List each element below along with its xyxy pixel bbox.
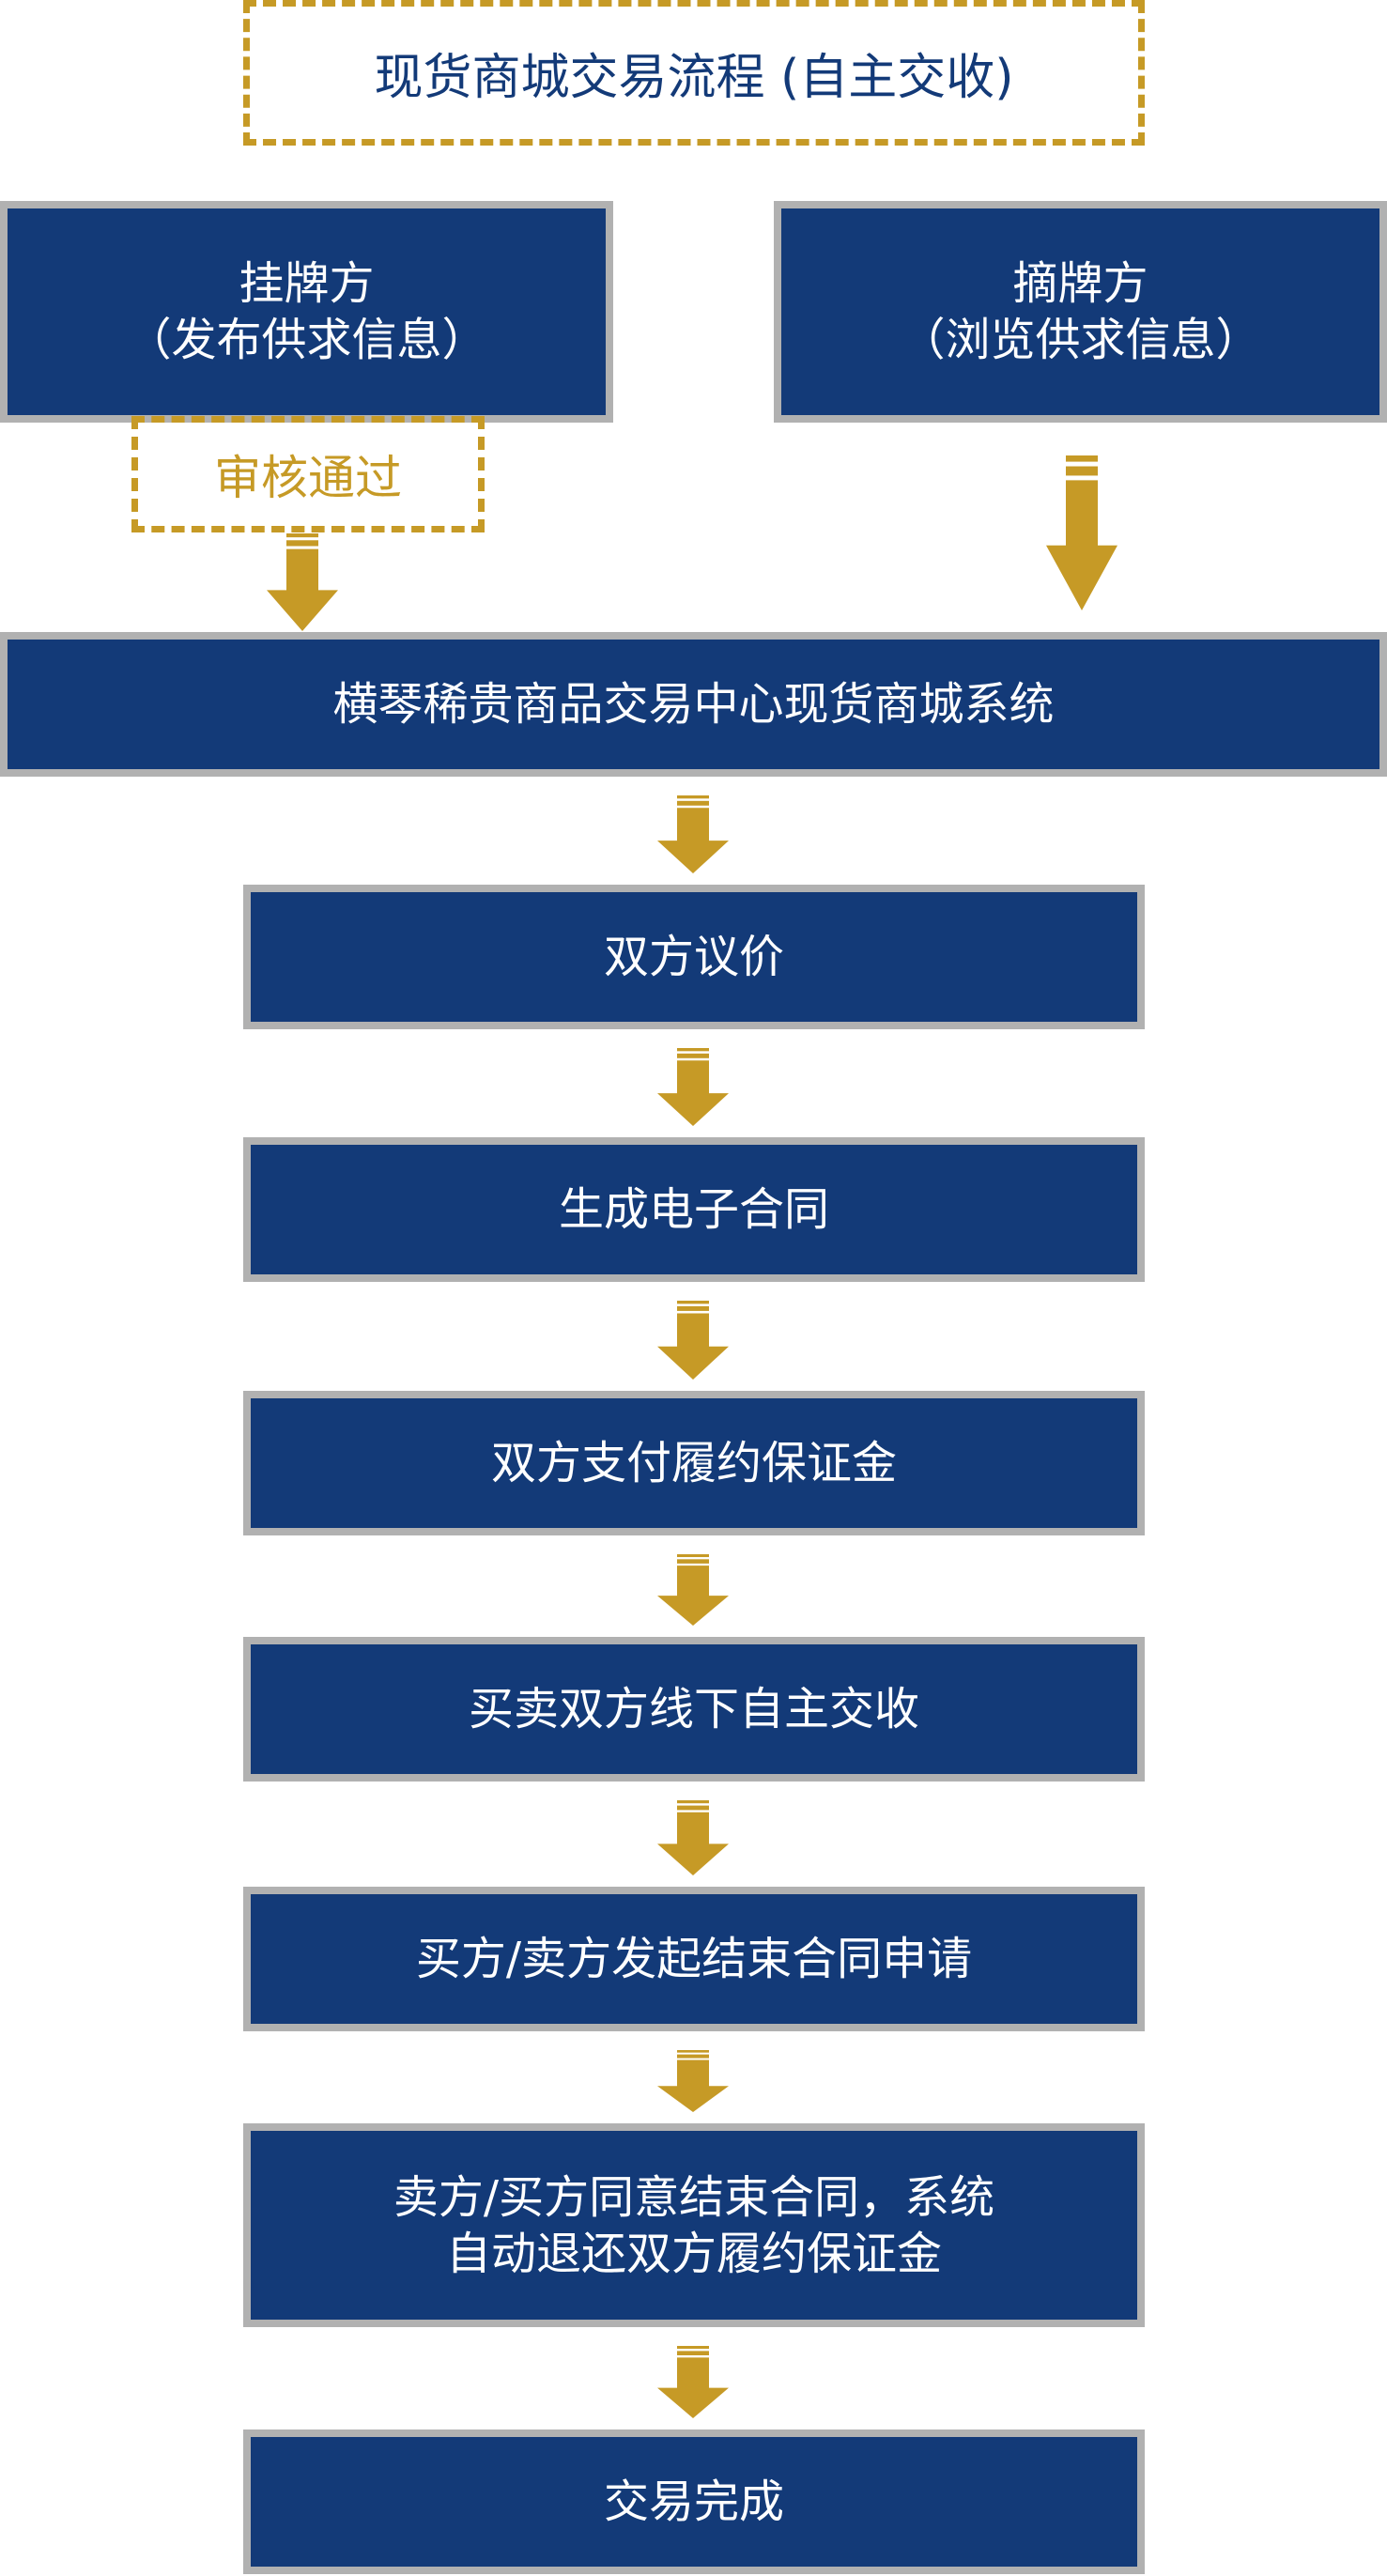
step-box: 双方议价 [243, 885, 1145, 1029]
arrow-down-icon [657, 2346, 729, 2418]
arrow-down-icon [1046, 455, 1117, 610]
step-box: 买卖双方线下自主交收 [243, 1637, 1145, 1782]
arrow-down-icon [657, 1048, 729, 1126]
step-label: 买卖双方线下自主交收 [468, 1683, 919, 1735]
step-label: 双方支付履约保证金 [490, 1437, 897, 1489]
review-label: 审核通过 [214, 451, 402, 505]
step-box: 买方/卖方发起结束合同申请 [243, 1887, 1145, 2031]
arrow-down-icon [657, 795, 729, 873]
step-label: 买方/卖方发起结束合同申请 [415, 1933, 973, 1985]
flow-title-box: 现货商城交易流程 (自主交收) [243, 0, 1145, 146]
flow-title: 现货商城交易流程 (自主交收) [374, 50, 1014, 106]
arrow-down-icon [657, 1800, 729, 1875]
arrow-down-icon [657, 1301, 729, 1380]
system-label: 横琴稀贵商品交易中心现货商城系统 [332, 678, 1055, 731]
lister-desc: （发布供求信息） [126, 314, 487, 366]
step-label: 生成电子合同 [558, 1183, 829, 1236]
step-label: 卖方/买方同意结束合同，系统 [393, 2170, 995, 2224]
step-label: 交易完成 [603, 2476, 784, 2528]
step-box: 交易完成 [243, 2429, 1145, 2574]
taker-box: 摘牌方 （浏览供求信息） [774, 201, 1387, 423]
step-box: 生成电子合同 [243, 1137, 1145, 1282]
step-box: 卖方/买方同意结束合同，系统自动退还双方履约保证金 [243, 2123, 1145, 2327]
arrow-down-icon [657, 2050, 729, 2112]
system-box: 横琴稀贵商品交易中心现货商城系统 [0, 632, 1387, 777]
step-box: 双方支付履约保证金 [243, 1391, 1145, 1535]
arrow-down-icon [267, 533, 338, 631]
review-box: 审核通过 [131, 416, 485, 532]
lister-box: 挂牌方 （发布供求信息） [0, 201, 613, 423]
taker-label: 摘牌方 [1012, 257, 1148, 310]
step-label: 双方议价 [603, 931, 784, 983]
lister-label: 挂牌方 [239, 257, 375, 310]
arrow-down-icon [657, 1554, 729, 1626]
step-label: 自动退还双方履约保证金 [445, 2227, 942, 2280]
taker-desc: （浏览供求信息） [900, 314, 1261, 366]
